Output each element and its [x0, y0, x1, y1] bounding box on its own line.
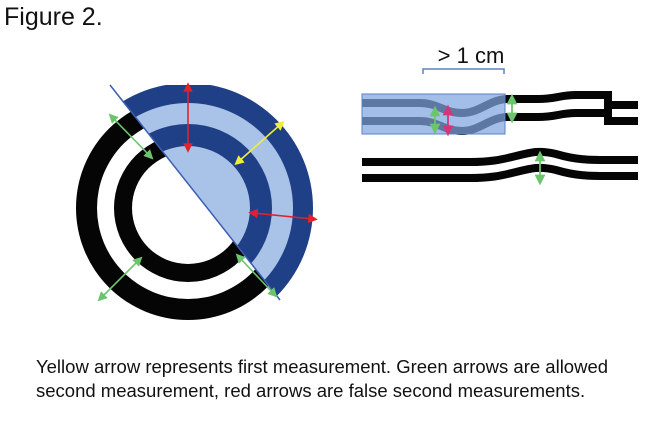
green-allowed-arrow-lower-right: [235, 253, 278, 298]
longitudinal-section-bottom: [362, 147, 638, 186]
bottom-strip-lower-wall: [362, 163, 638, 182]
red-false-arrow-right: [248, 208, 318, 224]
figure-caption: Yellow arrow represents first measuremen…: [36, 356, 609, 401]
green-allowed-arrow-lower-left: [97, 256, 143, 302]
vessel-cross-section: [76, 82, 318, 320]
measurement-window-box: [361, 93, 506, 135]
yellow-first-measurement-arrow: [234, 120, 285, 166]
scale-label: > 1 cm: [438, 43, 505, 68]
longitudinal-section-top: [361, 68, 638, 137]
green-allowed-arrow-upper-left: [108, 113, 154, 160]
diagram-canvas: > 1 cm: [76, 43, 638, 320]
figure-title: Figure 2.: [4, 3, 103, 31]
scale-bracket: [422, 68, 505, 74]
bottom-strip-upper-wall: [362, 147, 638, 166]
